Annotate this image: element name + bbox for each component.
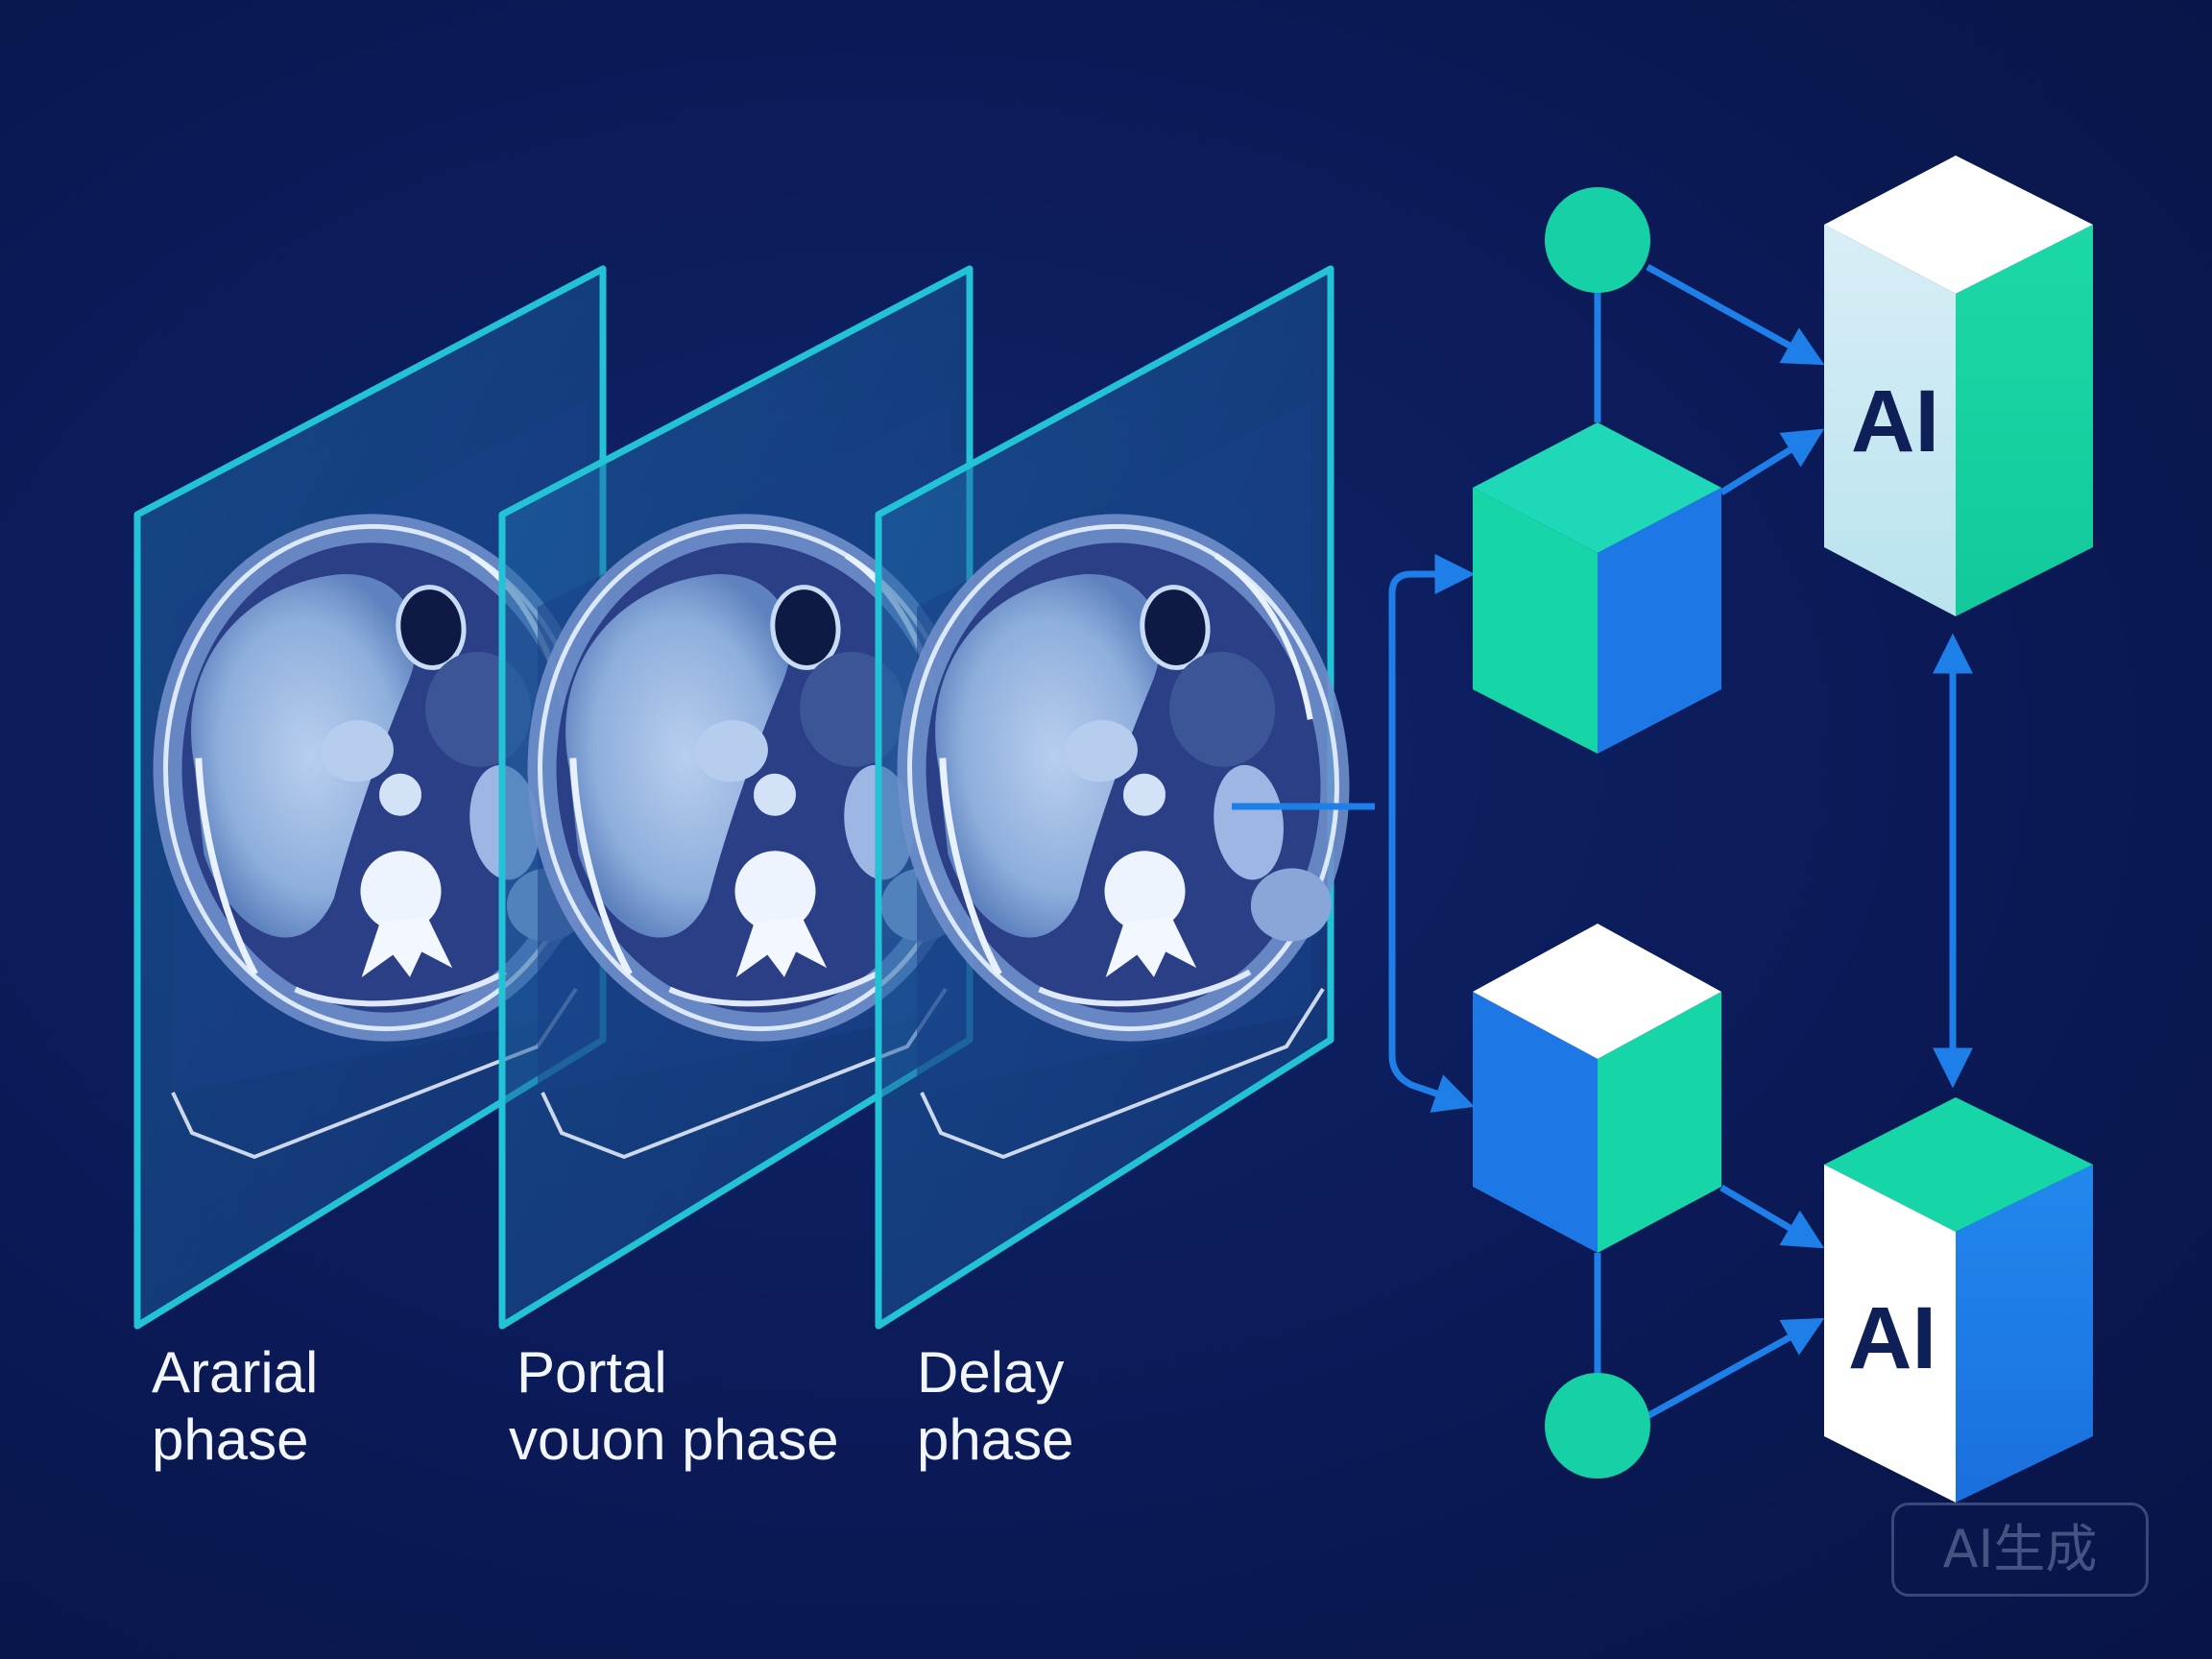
top-input-node (1545, 187, 1650, 293)
phase-label-arterial: Ararial phase (152, 1339, 318, 1474)
phase-label-delay: Delay phase (917, 1339, 1073, 1474)
phase-label-delay-line2: phase (917, 1407, 1074, 1472)
ai-box-bottom: AI (1824, 1097, 2093, 1503)
arrow-to-bottom-cube (1388, 1055, 1475, 1113)
phase-label-delay-line1: Delay (917, 1340, 1065, 1405)
bottom-input-node (1545, 1373, 1650, 1479)
phase-label-arterial-line1: Ararial (152, 1340, 319, 1405)
arrow-top-node-to-ai (1646, 263, 1825, 366)
feature-cube-bottom (1473, 924, 1721, 1253)
phase-label-arterial-line2: phase (152, 1407, 309, 1472)
arrow-bottom-node-to-ai (1646, 1317, 1825, 1420)
ai-box-top-label: AI (1851, 373, 1939, 470)
phase-label-portal-line1: Portal (517, 1340, 667, 1405)
arrow-to-top-cube (1388, 554, 1476, 594)
arrow-top-cube-to-ai (1719, 428, 1825, 495)
arrow-bottom-cube-to-ai (1719, 1184, 1825, 1249)
feature-cube-top (1473, 422, 1721, 754)
ai-box-bottom-label: AI (1848, 1289, 1936, 1387)
phase-label-portal-line2: vouon phase (509, 1407, 839, 1472)
phase-label-portal: Portal vouon phase (509, 1339, 839, 1474)
ai-box-top: AI (1824, 156, 2093, 616)
phase-panel-delay (872, 265, 1376, 1330)
connector-lines (1232, 263, 1973, 1420)
phase-panel-portal (502, 265, 1006, 1330)
ai-generated-watermark: AI生成 (1891, 1503, 2149, 1597)
